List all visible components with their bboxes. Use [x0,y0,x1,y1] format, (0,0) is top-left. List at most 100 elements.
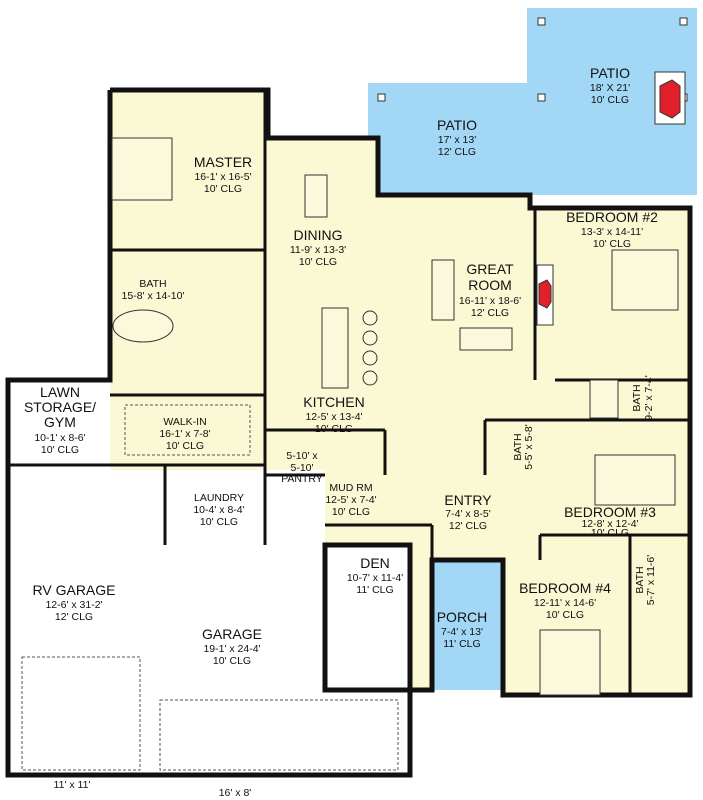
interior-walls [8,90,690,695]
svg-text:12' CLG: 12' CLG [449,520,487,532]
svg-text:PORCH: PORCH [437,609,488,625]
room-label-lawn-storage: LAWN STORAGE/ GYM 10-1' x 8-6' 10' CLG [24,384,96,456]
svg-text:11-9' x 13-3': 11-9' x 13-3' [290,244,346,256]
svg-text:7-4' x 8-5': 7-4' x 8-5' [445,508,490,520]
svg-text:5-5' x 5-8': 5-5' x 5-8' [523,424,535,469]
room-label-den: DEN 10-7' x 11-4' 11' CLG [347,555,403,596]
svg-text:10' CLG: 10' CLG [332,506,370,518]
room-label-bedroom-4: BEDROOM #4 12-11' x 14-6' 10' CLG [519,580,611,621]
svg-text:11' CLG: 11' CLG [356,584,393,596]
svg-text:12-6' x 31-2': 12-6' x 31-2' [45,599,102,611]
svg-text:LAWN: LAWN [40,384,80,400]
room-label-bedroom-2: BEDROOM #2 13-3' x 14-11' 10' CLG [566,209,658,250]
exterior-wall [5,87,693,778]
svg-text:12' CLG: 12' CLG [438,146,476,158]
svg-text:9-2' x 7-4': 9-2' x 7-4' [643,375,655,420]
garage-door-2 [159,699,399,771]
svg-text:RV GARAGE: RV GARAGE [33,582,116,598]
garage-door-1-size: 11' x 11' [54,779,91,791]
svg-text:5-10': 5-10' [290,462,313,474]
svg-text:17' x 13': 17' x 13' [438,134,476,146]
room-label-bath-4: BATH 5-7' x 11-6' [634,555,657,606]
svg-text:12' CLG: 12' CLG [55,611,93,623]
svg-text:BEDROOM #4: BEDROOM #4 [519,580,611,596]
garage-door-1 [21,656,141,771]
svg-text:7-4' x 13': 7-4' x 13' [441,626,483,638]
svg-text:STORAGE/: STORAGE/ [24,399,96,415]
room-label-walk-in: WALK-IN 16-1' x 7-8' 10' CLG [159,416,210,452]
room-label-rv-garage: RV GARAGE 12-6' x 31-2' 12' CLG [33,582,116,623]
svg-text:DEN: DEN [360,555,390,571]
garage-door-2-size: 16' x 8' [219,787,252,799]
svg-text:PATIO: PATIO [590,65,630,81]
svg-text:5-10' x: 5-10' x [286,450,318,462]
svg-text:10' CLG: 10' CLG [546,609,584,621]
room-label-master: MASTER 16-1' x 16-5' 10' CLG [194,154,252,195]
svg-text:13-3' x 14-11': 13-3' x 14-11' [581,226,643,238]
room-label-bath-3: BATH 5-5' x 5-8' [512,424,535,469]
svg-text:10-7' x 11-4': 10-7' x 11-4' [347,572,403,584]
svg-text:DINING: DINING [294,227,343,243]
svg-text:BEDROOM #2: BEDROOM #2 [566,209,658,225]
svg-text:12' CLG: 12' CLG [471,307,509,319]
svg-text:MUD RM: MUD RM [329,482,372,494]
room-label-mud-room: MUD RM 12-5' x 7-4' 10' CLG [325,482,376,518]
furniture [111,137,679,696]
room-label-bath-2: BATH 9-2' x 7-4' [631,375,655,420]
svg-text:18' X 21': 18' X 21' [590,82,630,94]
svg-text:GYM: GYM [44,414,76,430]
svg-text:15-8' x 14-10': 15-8' x 14-10' [122,290,185,302]
svg-text:KITCHEN: KITCHEN [303,394,364,410]
svg-text:BATH: BATH [631,384,643,411]
svg-text:10' CLG: 10' CLG [593,238,631,250]
svg-text:10' CLG: 10' CLG [299,256,337,268]
svg-text:5-7' x 11-6': 5-7' x 11-6' [645,555,657,606]
svg-text:10-1' x 8-6': 10-1' x 8-6' [34,432,85,444]
room-label-master-bath: BATH 15-8' x 14-10' [122,278,185,302]
svg-text:LAUNDRY: LAUNDRY [194,492,244,504]
svg-text:10' CLG: 10' CLG [200,516,238,528]
room-label-garage: GARAGE 19-1' x 24-4' 10' CLG [202,626,262,667]
room-label-laundry: LAUNDRY 10-4' x 8-4' 10' CLG [193,492,244,528]
svg-text:12-8' x 12-4': 12-8' x 12-4' [581,518,638,530]
svg-text:WALK-IN: WALK-IN [163,416,206,428]
svg-text:ENTRY: ENTRY [444,492,492,508]
svg-text:PANTRY: PANTRY [281,473,323,485]
svg-text:11' CLG: 11' CLG [443,638,480,650]
svg-text:10' CLG: 10' CLG [591,94,629,106]
svg-text:10' CLG: 10' CLG [591,527,629,539]
garage-area [8,380,410,775]
svg-text:BATH: BATH [512,433,524,460]
svg-text:PATIO: PATIO [437,117,477,133]
patio-area [368,8,697,195]
room-label-kitchen: KITCHEN 12-5' x 13-4' 10' CLG [303,394,364,435]
svg-text:GREAT: GREAT [466,261,514,277]
room-label-dining: DINING 11-9' x 13-3' 10' CLG [290,227,346,268]
svg-text:10' CLG: 10' CLG [204,183,242,195]
room-label-entry: ENTRY 7-4' x 8-5' 12' CLG [444,492,492,532]
room-label-great-room: GREAT ROOM 16-11' x 18-6' 12' CLG [459,261,521,319]
svg-text:10' CLG: 10' CLG [41,444,79,456]
svg-text:GARAGE: GARAGE [202,626,262,642]
svg-text:19-1' x 24-4': 19-1' x 24-4' [203,643,260,655]
svg-text:12-5' x 7-4': 12-5' x 7-4' [325,494,376,506]
svg-text:10' CLG: 10' CLG [213,655,251,667]
room-label-pantry: 5-10' x 5-10' PANTRY [281,450,323,485]
svg-text:BATH: BATH [634,566,646,593]
room-label-patio-lower: PATIO 17' x 13' 12' CLG [437,117,477,158]
svg-text:10' CLG: 10' CLG [315,423,353,435]
svg-text:16-1' x 16-5': 16-1' x 16-5' [194,171,251,183]
fireplace [536,264,554,326]
svg-text:16-11' x 18-6': 16-11' x 18-6' [459,295,521,307]
svg-text:ROOM: ROOM [468,277,512,293]
room-label-patio-upper: PATIO 18' X 21' 10' CLG [590,65,630,106]
svg-text:MASTER: MASTER [194,154,252,170]
svg-text:10-4' x 8-4': 10-4' x 8-4' [193,504,244,516]
room-label-bedroom-3: BEDROOM #3 12-8' x 12-4' 10' CLG [564,504,656,539]
svg-text:12-11' x 14-6': 12-11' x 14-6' [534,597,596,609]
svg-text:12-5' x 13-4': 12-5' x 13-4' [305,411,362,423]
svg-text:BEDROOM #3: BEDROOM #3 [564,504,656,520]
outdoor-fireplace [654,71,686,125]
svg-text:10' CLG: 10' CLG [166,440,204,452]
